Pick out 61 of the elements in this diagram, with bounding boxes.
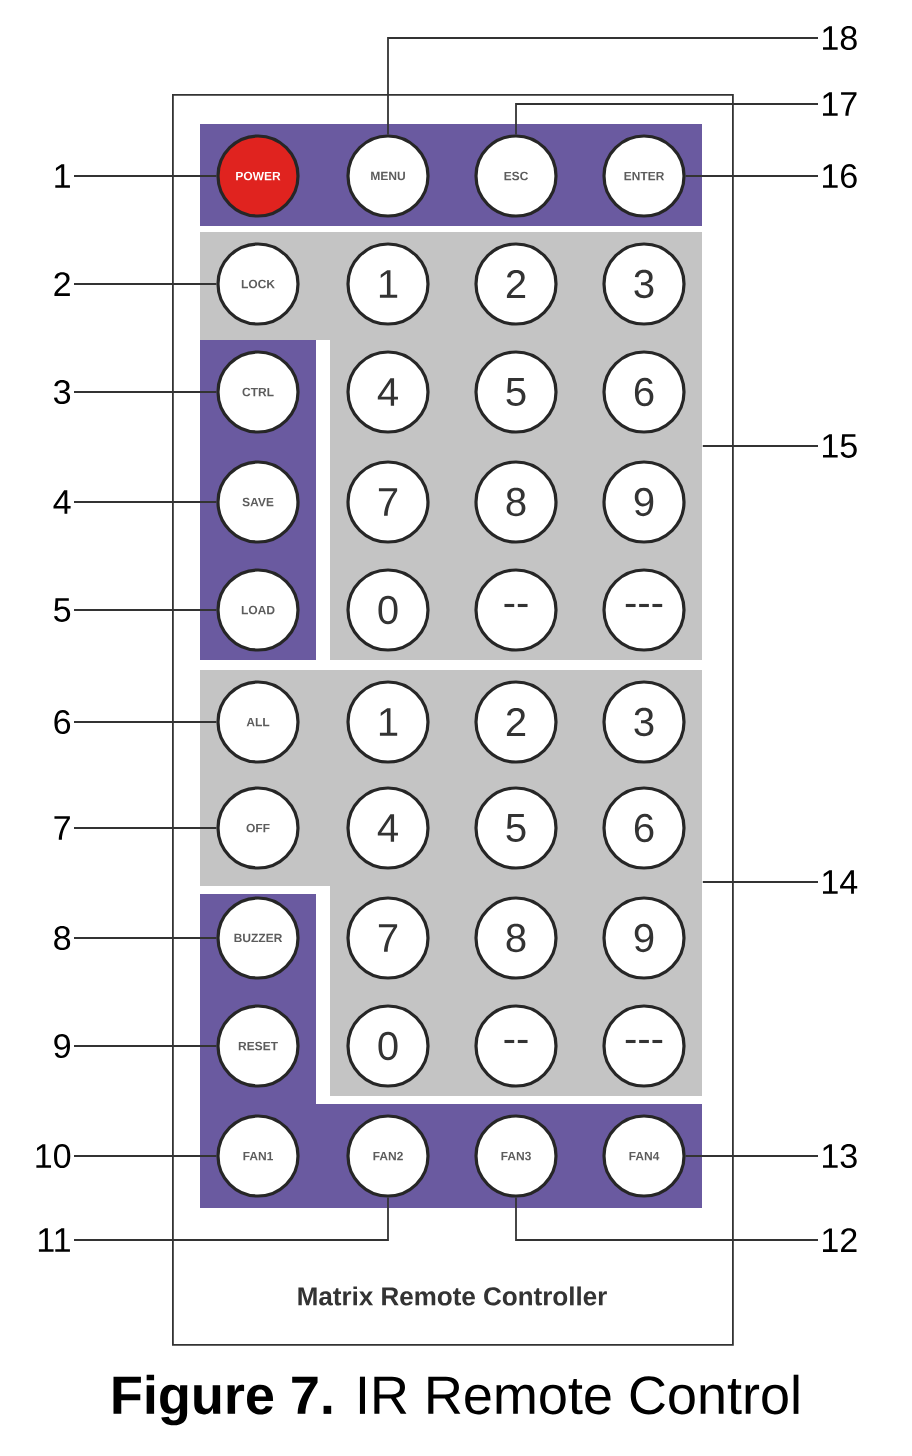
callout-number: 17: [823, 92, 857, 116]
callout-number: 16: [823, 163, 857, 189]
round-button: 2: [474, 680, 558, 764]
round-button: 6: [602, 786, 686, 870]
leader-line: [73, 1045, 218, 1047]
callout-number: 8: [54, 925, 71, 951]
leader-line: [73, 609, 218, 611]
round-button: --: [474, 568, 558, 652]
round-button: 3: [602, 242, 686, 326]
round-button: 1: [346, 242, 430, 326]
round-button: 0: [346, 1004, 430, 1088]
leader-line: [73, 175, 218, 177]
leader-line: [701, 881, 819, 883]
round-button: 6: [602, 350, 686, 434]
callout-number: 4: [53, 490, 71, 514]
round-button: 1: [346, 680, 430, 764]
callout-number: 6: [54, 709, 71, 735]
leader-line: [73, 721, 218, 723]
callout-number: 3: [54, 379, 71, 405]
leader-line: [684, 175, 819, 177]
round-button: 2: [474, 242, 558, 326]
round-button: 3: [602, 680, 686, 764]
leader-line: [73, 283, 218, 285]
round-button: ---: [602, 1004, 686, 1088]
round-button: ---: [602, 568, 686, 652]
callout-number: 9: [54, 1033, 70, 1059]
callout-number: 10: [36, 1143, 71, 1169]
round-button: 8: [474, 896, 558, 980]
leader-line: [73, 827, 218, 829]
round-button: 9: [602, 460, 686, 544]
figure-caption: Figure 7. IR Remote Control: [113, 1374, 799, 1426]
leader-line: [701, 445, 819, 447]
callout-number: 2: [54, 272, 70, 296]
leader-line: [73, 1196, 389, 1241]
round-button: 4: [346, 786, 430, 870]
leader-line: [73, 501, 218, 503]
callout-number: 18: [823, 25, 857, 51]
callout-number: 15: [823, 434, 857, 458]
leader-line: [73, 937, 218, 939]
leader-line: [387, 37, 819, 136]
leader-line: [73, 1155, 218, 1157]
leader-line: [515, 103, 819, 136]
round-button: 7: [346, 460, 430, 544]
leader-line: [515, 1196, 819, 1241]
round-button: 4: [346, 350, 430, 434]
leader-line: [684, 1155, 819, 1157]
round-button: 9: [602, 896, 686, 980]
callout-number: 11: [38, 1228, 70, 1252]
callout-number: 5: [54, 598, 71, 622]
leader-line: [73, 391, 218, 393]
round-button: 8: [474, 460, 558, 544]
round-button: 7: [346, 896, 430, 980]
round-button: 0: [346, 568, 430, 652]
callout-number: 1: [55, 164, 70, 188]
round-button: 5: [474, 786, 558, 870]
round-button: 5: [474, 350, 558, 434]
round-button: --: [474, 1004, 558, 1088]
callout-number: 13: [823, 1143, 857, 1169]
callout-number: 12: [823, 1228, 857, 1252]
callout-number: 14: [823, 870, 858, 894]
callout-number: 7: [54, 816, 70, 840]
